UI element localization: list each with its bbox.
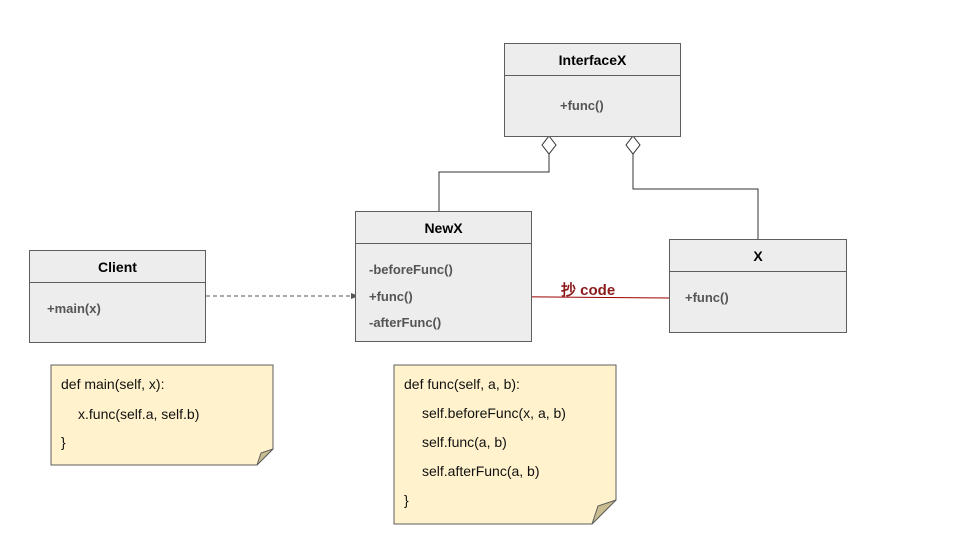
- interfacex-class[interactable]: InterfaceX +func(): [504, 43, 681, 137]
- client-class[interactable]: Client +main(x): [29, 250, 206, 343]
- client-class-name: Client: [30, 251, 205, 283]
- newx-to-interfacex-connector: [438, 154, 550, 211]
- newx-note-line: self.afterFunc(a, b): [422, 463, 540, 479]
- copy-code-label: 抄 code: [561, 282, 616, 299]
- newx-code-note: def func(self, a, b): self.beforeFunc(x,…: [394, 365, 616, 524]
- client-note-line: x.func(self.a, self.b): [78, 406, 200, 422]
- client-note-line: def main(self, x):: [61, 376, 165, 392]
- newx-note-line: self.beforeFunc(x, a, b): [422, 405, 566, 421]
- newx-note-line: self.func(a, b): [422, 434, 507, 450]
- newx-class-name: NewX: [356, 212, 531, 244]
- newx-method-func: +func(): [369, 289, 413, 304]
- x-method-func: +func(): [685, 290, 729, 305]
- x-class[interactable]: X +func(): [669, 239, 847, 333]
- newx-method-afterfunc: -afterFunc(): [369, 315, 442, 330]
- newx-method-beforefunc: -beforeFunc(): [369, 262, 453, 277]
- aggregation-diamond-x: [625, 135, 641, 155]
- client-note-line: }: [61, 434, 66, 450]
- newx-class[interactable]: NewX -beforeFunc() +func() -afterFunc(): [355, 211, 532, 342]
- newx-note-line: }: [404, 492, 409, 508]
- interfacex-class-name: InterfaceX: [505, 44, 680, 76]
- client-code-note-fold: [256, 448, 274, 466]
- newx-note-line: def func(self, a, b):: [404, 376, 520, 392]
- interfacex-method-func: +func(): [560, 98, 604, 113]
- client-code-note: def main(self, x): x.func(self.a, self.b…: [51, 365, 273, 465]
- client-method-main: +main(x): [47, 301, 101, 316]
- aggregation-diamond-newx: [541, 135, 557, 155]
- x-class-name: X: [670, 240, 846, 272]
- newx-code-note-fold: [591, 499, 617, 525]
- x-to-interfacex-connector: [632, 154, 759, 240]
